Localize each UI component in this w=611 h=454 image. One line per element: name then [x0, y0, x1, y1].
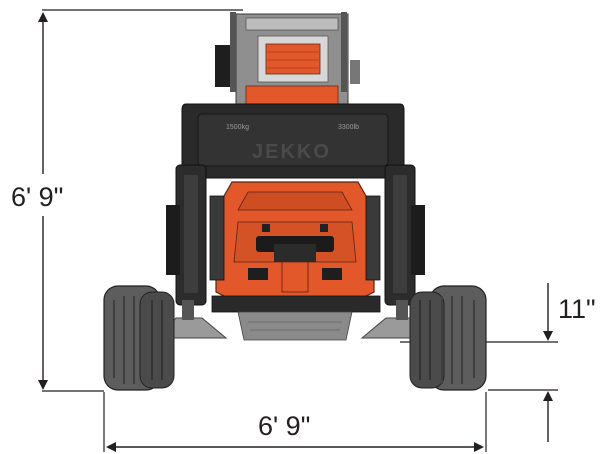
width-label: 6' 9"	[258, 411, 310, 441]
ground-clearance-label: 11"	[558, 294, 596, 324]
right-outrigger-leg	[384, 164, 425, 306]
height-dimension: 6' 9"	[11, 9, 243, 392]
brand-logo: JEKKO	[252, 141, 331, 163]
cross-beam: 1500kg 3300lb JEKKO	[181, 103, 405, 179]
capacity-kg-label: 1500kg	[226, 124, 249, 131]
right-wheel	[409, 285, 487, 391]
chassis-body	[209, 181, 381, 305]
width-dimension: 6' 9"	[103, 392, 487, 452]
left-outrigger-leg	[166, 164, 207, 306]
boom-head	[215, 12, 360, 105]
left-wheel	[103, 285, 175, 391]
undercarriage	[211, 295, 381, 341]
height-label: 6' 9"	[11, 182, 63, 212]
machine-illustration: 1500kg 3300lb JEKKO	[103, 12, 487, 391]
capacity-lb-label: 3300lb	[338, 124, 359, 131]
